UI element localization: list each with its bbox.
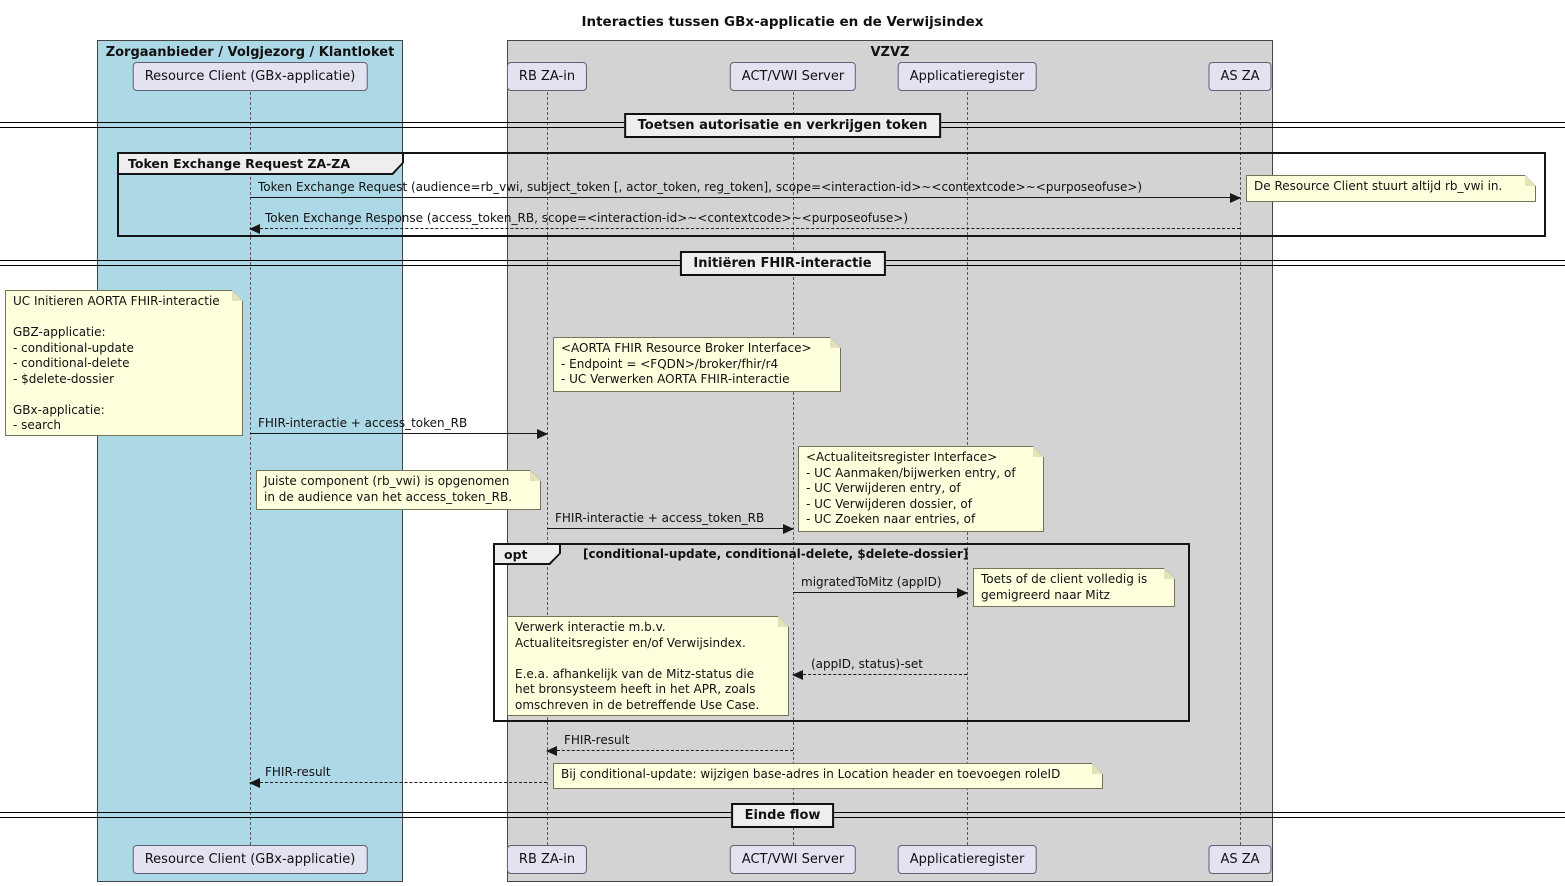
message-label: FHIR-result — [265, 765, 331, 779]
message-migrated-to-mitz: migratedToMitz (appID) — [793, 574, 968, 598]
note-text: Toets of de client volledig is gemigreer… — [981, 572, 1148, 602]
note-toets-mitz: Toets of de client volledig is gemigreer… — [973, 568, 1175, 607]
note-uc-initieren: UC Initieren AORTA FHIR-interactie GBZ-a… — [5, 290, 243, 436]
note-bij-conditional-update: Bij conditional-update: wijzigen base-ad… — [553, 763, 1103, 789]
divider-einde-label: Einde flow — [730, 803, 835, 828]
participant-rb-za-in-bottom: RB ZA-in — [506, 845, 588, 874]
note-body — [508, 617, 788, 715]
message-label: FHIR-interactie + access_token_RB — [258, 416, 468, 430]
message-line — [793, 592, 967, 593]
participant-resource-client-bottom: Resource Client (GBx-applicatie) — [132, 845, 368, 874]
note-fold-icon — [232, 290, 243, 301]
arrowhead-left-icon — [792, 670, 803, 680]
message-line — [250, 197, 1240, 198]
arrowhead-right-icon — [1230, 193, 1241, 203]
opt-frame-keyword: opt — [495, 545, 559, 563]
message-appid-status-set: (appID, status)-set — [792, 656, 967, 680]
participant-applicatieregister-bottom: Applicatieregister — [897, 845, 1037, 874]
participant-act-vwi-server-top: ACT/VWI Server — [729, 62, 857, 91]
box-vzvz-label: VZVZ — [870, 45, 910, 60]
message-label: Token Exchange Request (audience=rb_vwi,… — [258, 180, 1143, 194]
note-actualiteitsregister: <Actualiteitsregister Interface> - UC Aa… — [798, 446, 1044, 532]
note-body — [974, 569, 1174, 606]
participant-resource-client-top: Resource Client (GBx-applicatie) — [132, 62, 368, 91]
participant-act-vwi-server-bottom: ACT/VWI Server — [729, 845, 857, 874]
note-fold-icon — [1164, 568, 1175, 579]
note-body — [257, 471, 540, 509]
group-frame-token-exchange-tab: Token Exchange Request ZA-ZA — [118, 153, 404, 175]
message-line — [793, 674, 967, 675]
note-text: <Actualiteitsregister Interface> - UC Aa… — [806, 450, 1016, 526]
message-token-exchange-request: Token Exchange Request (audience=rb_vwi,… — [250, 179, 1241, 203]
note-fold-icon — [1092, 763, 1103, 774]
message-fhir-interactie-1: FHIR-interactie + access_token_RB — [250, 415, 548, 439]
opt-frame-guard: [conditional-update, conditional-delete,… — [583, 547, 969, 561]
note-body — [799, 447, 1043, 531]
message-line — [250, 433, 547, 434]
note-text: Verwerk interactie m.b.v. Actualiteitsre… — [515, 620, 760, 712]
note-fold-icon — [830, 337, 841, 348]
note-body — [6, 291, 242, 435]
message-token-exchange-response: Token Exchange Response (access_token_RB… — [249, 210, 1240, 234]
message-fhir-interactie-2: FHIR-interactie + access_token_RB — [547, 510, 794, 534]
note-text: UC Initieren AORTA FHIR-interactie GBZ-a… — [13, 294, 220, 432]
note-fold-icon — [1525, 175, 1536, 186]
note-body — [554, 764, 1102, 788]
diagram-title: Interacties tussen GBx-applicatie en de … — [581, 14, 984, 30]
message-label: Token Exchange Response (access_token_RB… — [265, 211, 908, 225]
lifeline-resource-client — [250, 92, 251, 845]
arrowhead-right-icon — [537, 429, 548, 439]
arrowhead-right-icon — [783, 524, 794, 534]
opt-frame — [493, 543, 1190, 722]
message-line — [547, 750, 793, 751]
note-fold-icon — [1033, 446, 1044, 457]
note-text: Bij conditional-update: wijzigen base-ad… — [561, 767, 1061, 781]
divider-toetsen-label: Toetsen autorisatie en verkrijgen token — [623, 113, 942, 138]
box-zorgaanbieder-label: Zorgaanbieder / Volgjezorg / Klantloket — [105, 45, 395, 60]
message-label: FHIR-result — [564, 733, 630, 747]
note-verwerk-interactie: Verwerk interactie m.b.v. Actualiteitsre… — [507, 616, 789, 716]
message-fhir-result-2: FHIR-result — [249, 764, 547, 788]
note-text: De Resource Client stuurt altijd rb_vwi … — [1254, 179, 1503, 193]
note-fold-icon — [778, 616, 789, 627]
message-label: migratedToMitz (appID) — [801, 575, 942, 589]
note-rb-vwi-altijd: De Resource Client stuurt altijd rb_vwi … — [1246, 175, 1536, 202]
participant-as-za-bottom: AS ZA — [1208, 845, 1272, 874]
arrowhead-left-icon — [249, 224, 260, 234]
message-line — [547, 528, 793, 529]
arrowhead-left-icon — [249, 778, 260, 788]
participant-as-za-top: AS ZA — [1208, 62, 1272, 91]
message-line — [250, 782, 547, 783]
participant-rb-za-in-top: RB ZA-in — [506, 62, 588, 91]
lifeline-act-vwi-server — [793, 92, 794, 845]
message-fhir-result-1: FHIR-result — [546, 732, 793, 756]
note-text: Juiste component (rb_vwi) is opgenomen i… — [264, 474, 513, 504]
participant-applicatieregister-top: Applicatieregister — [897, 62, 1037, 91]
group-frame-token-exchange — [117, 152, 1546, 237]
opt-frame-tab: opt — [494, 544, 561, 565]
note-juiste-component: Juiste component (rb_vwi) is opgenomen i… — [256, 470, 541, 510]
lifeline-rb-za-in — [547, 92, 548, 845]
lifeline-as-za — [1240, 92, 1241, 845]
note-body — [554, 338, 840, 391]
arrowhead-right-icon — [957, 588, 968, 598]
message-label: FHIR-interactie + access_token_RB — [555, 511, 765, 525]
note-text: <AORTA FHIR Resource Broker Interface> -… — [561, 341, 812, 386]
message-label: (appID, status)-set — [811, 657, 923, 671]
group-frame-token-exchange-title: Token Exchange Request ZA-ZA — [119, 154, 402, 173]
note-fold-icon — [530, 470, 541, 481]
message-line — [250, 228, 1240, 229]
arrowhead-left-icon — [546, 746, 557, 756]
note-body — [1247, 176, 1535, 201]
note-broker-interface: <AORTA FHIR Resource Broker Interface> -… — [553, 337, 841, 392]
divider-initieren-label: Initiëren FHIR-interactie — [679, 251, 886, 276]
